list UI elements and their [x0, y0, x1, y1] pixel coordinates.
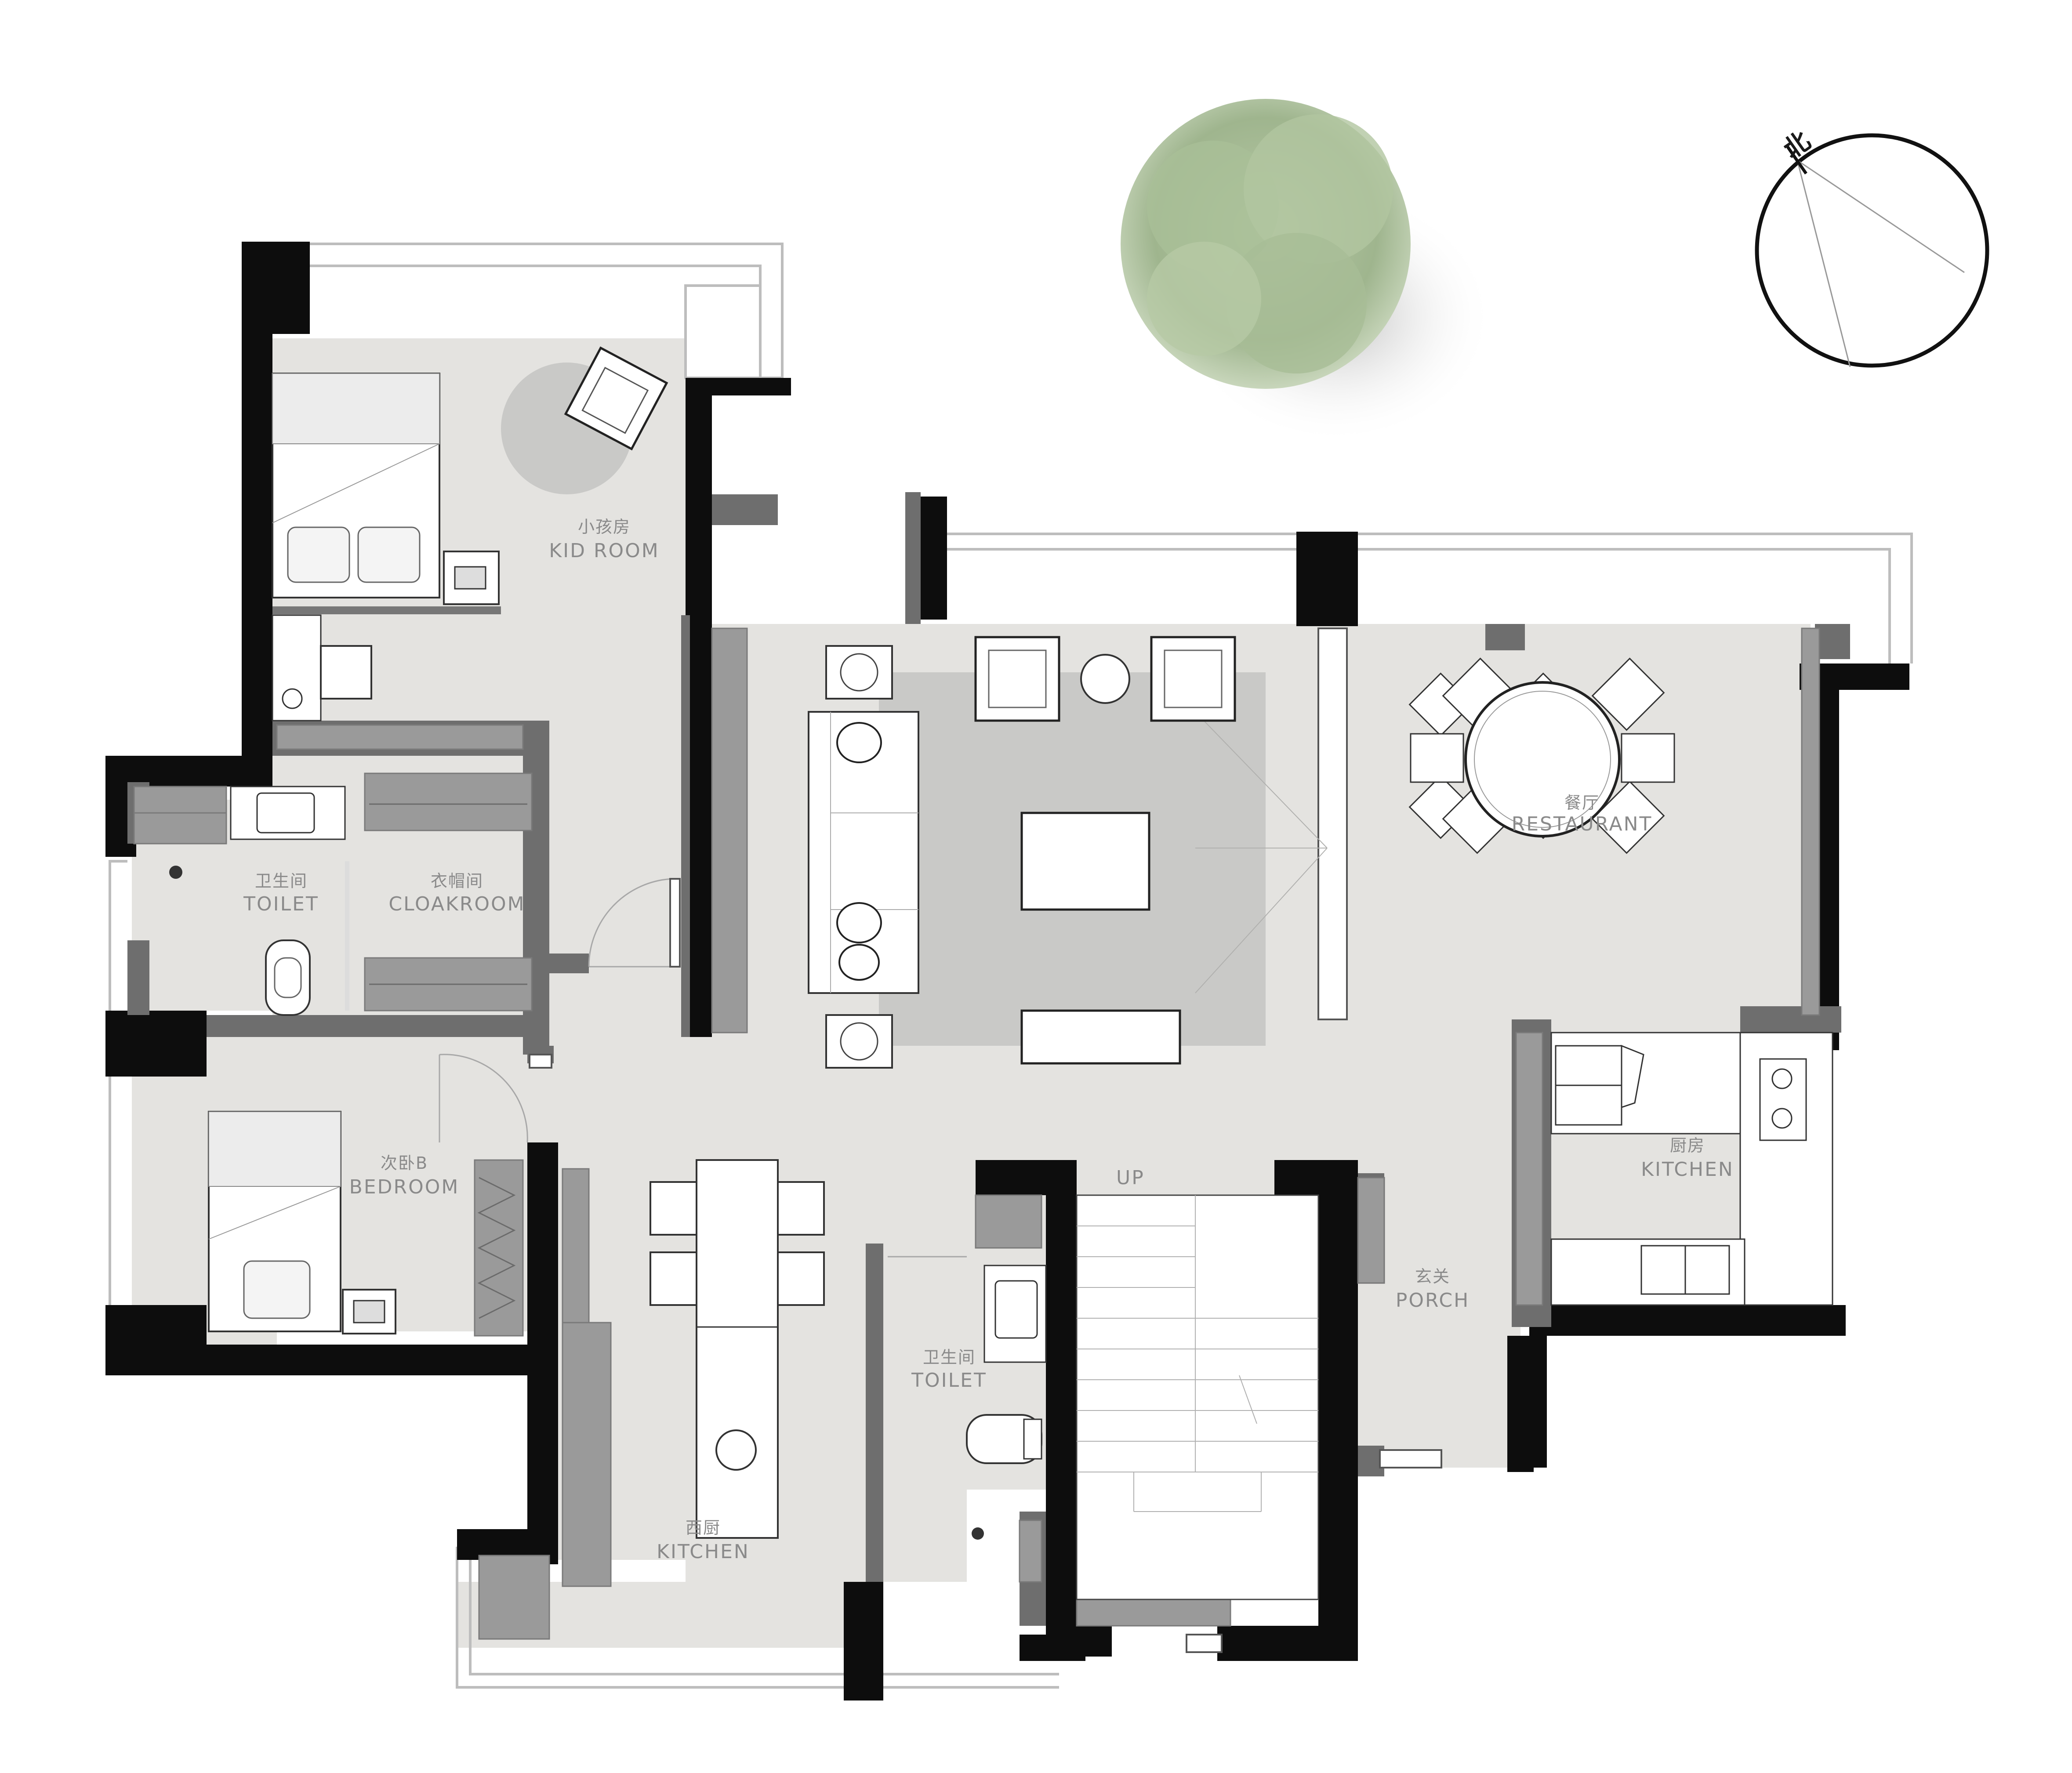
bedroom-b-zh: 次卧B	[381, 1153, 428, 1173]
compass-icon: 北	[1755, 126, 1989, 368]
kitchen-sink-icon	[1640, 1245, 1730, 1295]
side-table	[825, 645, 893, 1069]
cloakroom-rails	[369, 803, 527, 985]
sink-icon	[715, 1429, 757, 1471]
sink-icon	[994, 1280, 1038, 1339]
toilet-icon	[265, 939, 311, 1016]
glass-partition	[345, 861, 349, 1011]
walls	[105, 242, 1909, 1700]
stove-icon	[1759, 1058, 1807, 1141]
bedroom-b-en: BEDROOM	[349, 1176, 460, 1198]
restaurant-zh: 餐厅	[1564, 793, 1600, 812]
cloakroom-zh: 衣帽间	[431, 871, 483, 891]
wardrobe-hangers	[477, 1177, 516, 1319]
kid-room-zh: 小孩房	[578, 517, 631, 537]
tree-icon	[1121, 99, 1494, 444]
armchair-icon	[564, 346, 668, 451]
room-labels: 小孩房 KID ROOM 卫生间 TOILET 衣帽间 CLOAKROOM 次卧…	[243, 517, 1734, 1563]
desk-lamp	[282, 688, 303, 709]
kitchen-zh: 厨房	[1670, 1136, 1705, 1155]
round-side-table	[1080, 654, 1130, 704]
nightstand-top	[454, 566, 486, 590]
cloakroom-en: CLOAKROOM	[388, 893, 525, 915]
porch-zh: 玄关	[1415, 1267, 1450, 1286]
bar-stool	[650, 1181, 825, 1306]
toilet-1-zh: 卫生间	[255, 871, 308, 891]
sink-icon	[256, 792, 315, 834]
dining-table-icon	[1408, 657, 1675, 854]
kitchen-en: KITCHEN	[1641, 1158, 1734, 1181]
bed-icon	[272, 373, 440, 598]
restaurant-en: RESTAURANT	[1512, 813, 1653, 835]
sofa-icon	[808, 711, 919, 994]
rug-lines	[1195, 711, 1328, 993]
west-kitchen-en: KITCHEN	[657, 1541, 750, 1563]
stairs-up-label: UP	[1116, 1167, 1145, 1189]
coffee-table	[1020, 812, 1150, 911]
cabinets	[133, 627, 1820, 1640]
fridge	[1555, 1044, 1644, 1126]
shelf	[272, 606, 501, 614]
toilet-2-en: TOILET	[911, 1369, 987, 1392]
nightstand-top	[353, 1300, 385, 1323]
doors	[529, 627, 1442, 1653]
toilet-1-en: TOILET	[243, 893, 319, 915]
shoe-cabinet	[1357, 1177, 1385, 1284]
armchair-icon	[974, 636, 1236, 722]
tv-console	[1020, 1009, 1181, 1065]
toilet-icon	[966, 1414, 1042, 1464]
porch-en: PORCH	[1396, 1289, 1470, 1312]
west-kitchen-zh: 西厨	[686, 1518, 721, 1537]
shower-drain-icon	[972, 1527, 984, 1540]
kid-room-en: KID ROOM	[549, 540, 660, 562]
bed-icon	[208, 1111, 341, 1332]
toilet-2-zh: 卫生间	[923, 1348, 976, 1367]
staircase: UP	[1076, 1167, 1319, 1600]
shower-drain-icon	[169, 866, 182, 879]
compass-north-label: 北	[1778, 126, 1816, 165]
island-counter	[696, 1159, 779, 1539]
desk-chair	[320, 645, 372, 700]
